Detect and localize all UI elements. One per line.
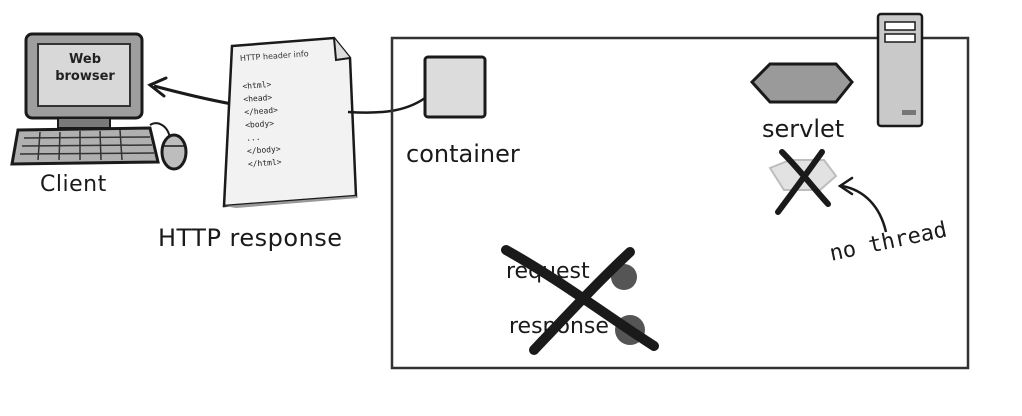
web-browser-label: Web browser <box>55 52 115 84</box>
connector-line <box>347 96 426 114</box>
http-response-label: HTTP response <box>158 224 343 252</box>
no-thread-arrow <box>837 176 888 233</box>
html-snippet-line: </html> <box>247 157 282 169</box>
container-boundary <box>390 36 970 370</box>
server-tower-icon <box>876 12 924 128</box>
container-box-icon <box>423 55 487 119</box>
container-label: container <box>406 140 520 168</box>
cross-icon-thread <box>775 149 831 215</box>
servlet-label: servlet <box>762 115 845 143</box>
response-label: response <box>509 314 609 339</box>
html-snippet: <html> <head> </head> <body> ... </body>… <box>242 78 282 171</box>
mouse-icon <box>149 122 188 171</box>
servlet-hexagon-icon <box>749 62 854 104</box>
html-snippet-line: <body> <box>244 118 275 130</box>
document-icon <box>222 36 358 208</box>
computer-icon <box>10 32 160 166</box>
cross-icon-request-response <box>501 245 659 355</box>
arrow-to-client <box>147 76 233 106</box>
client-label: Client <box>40 172 107 197</box>
request-label: request <box>506 259 590 284</box>
